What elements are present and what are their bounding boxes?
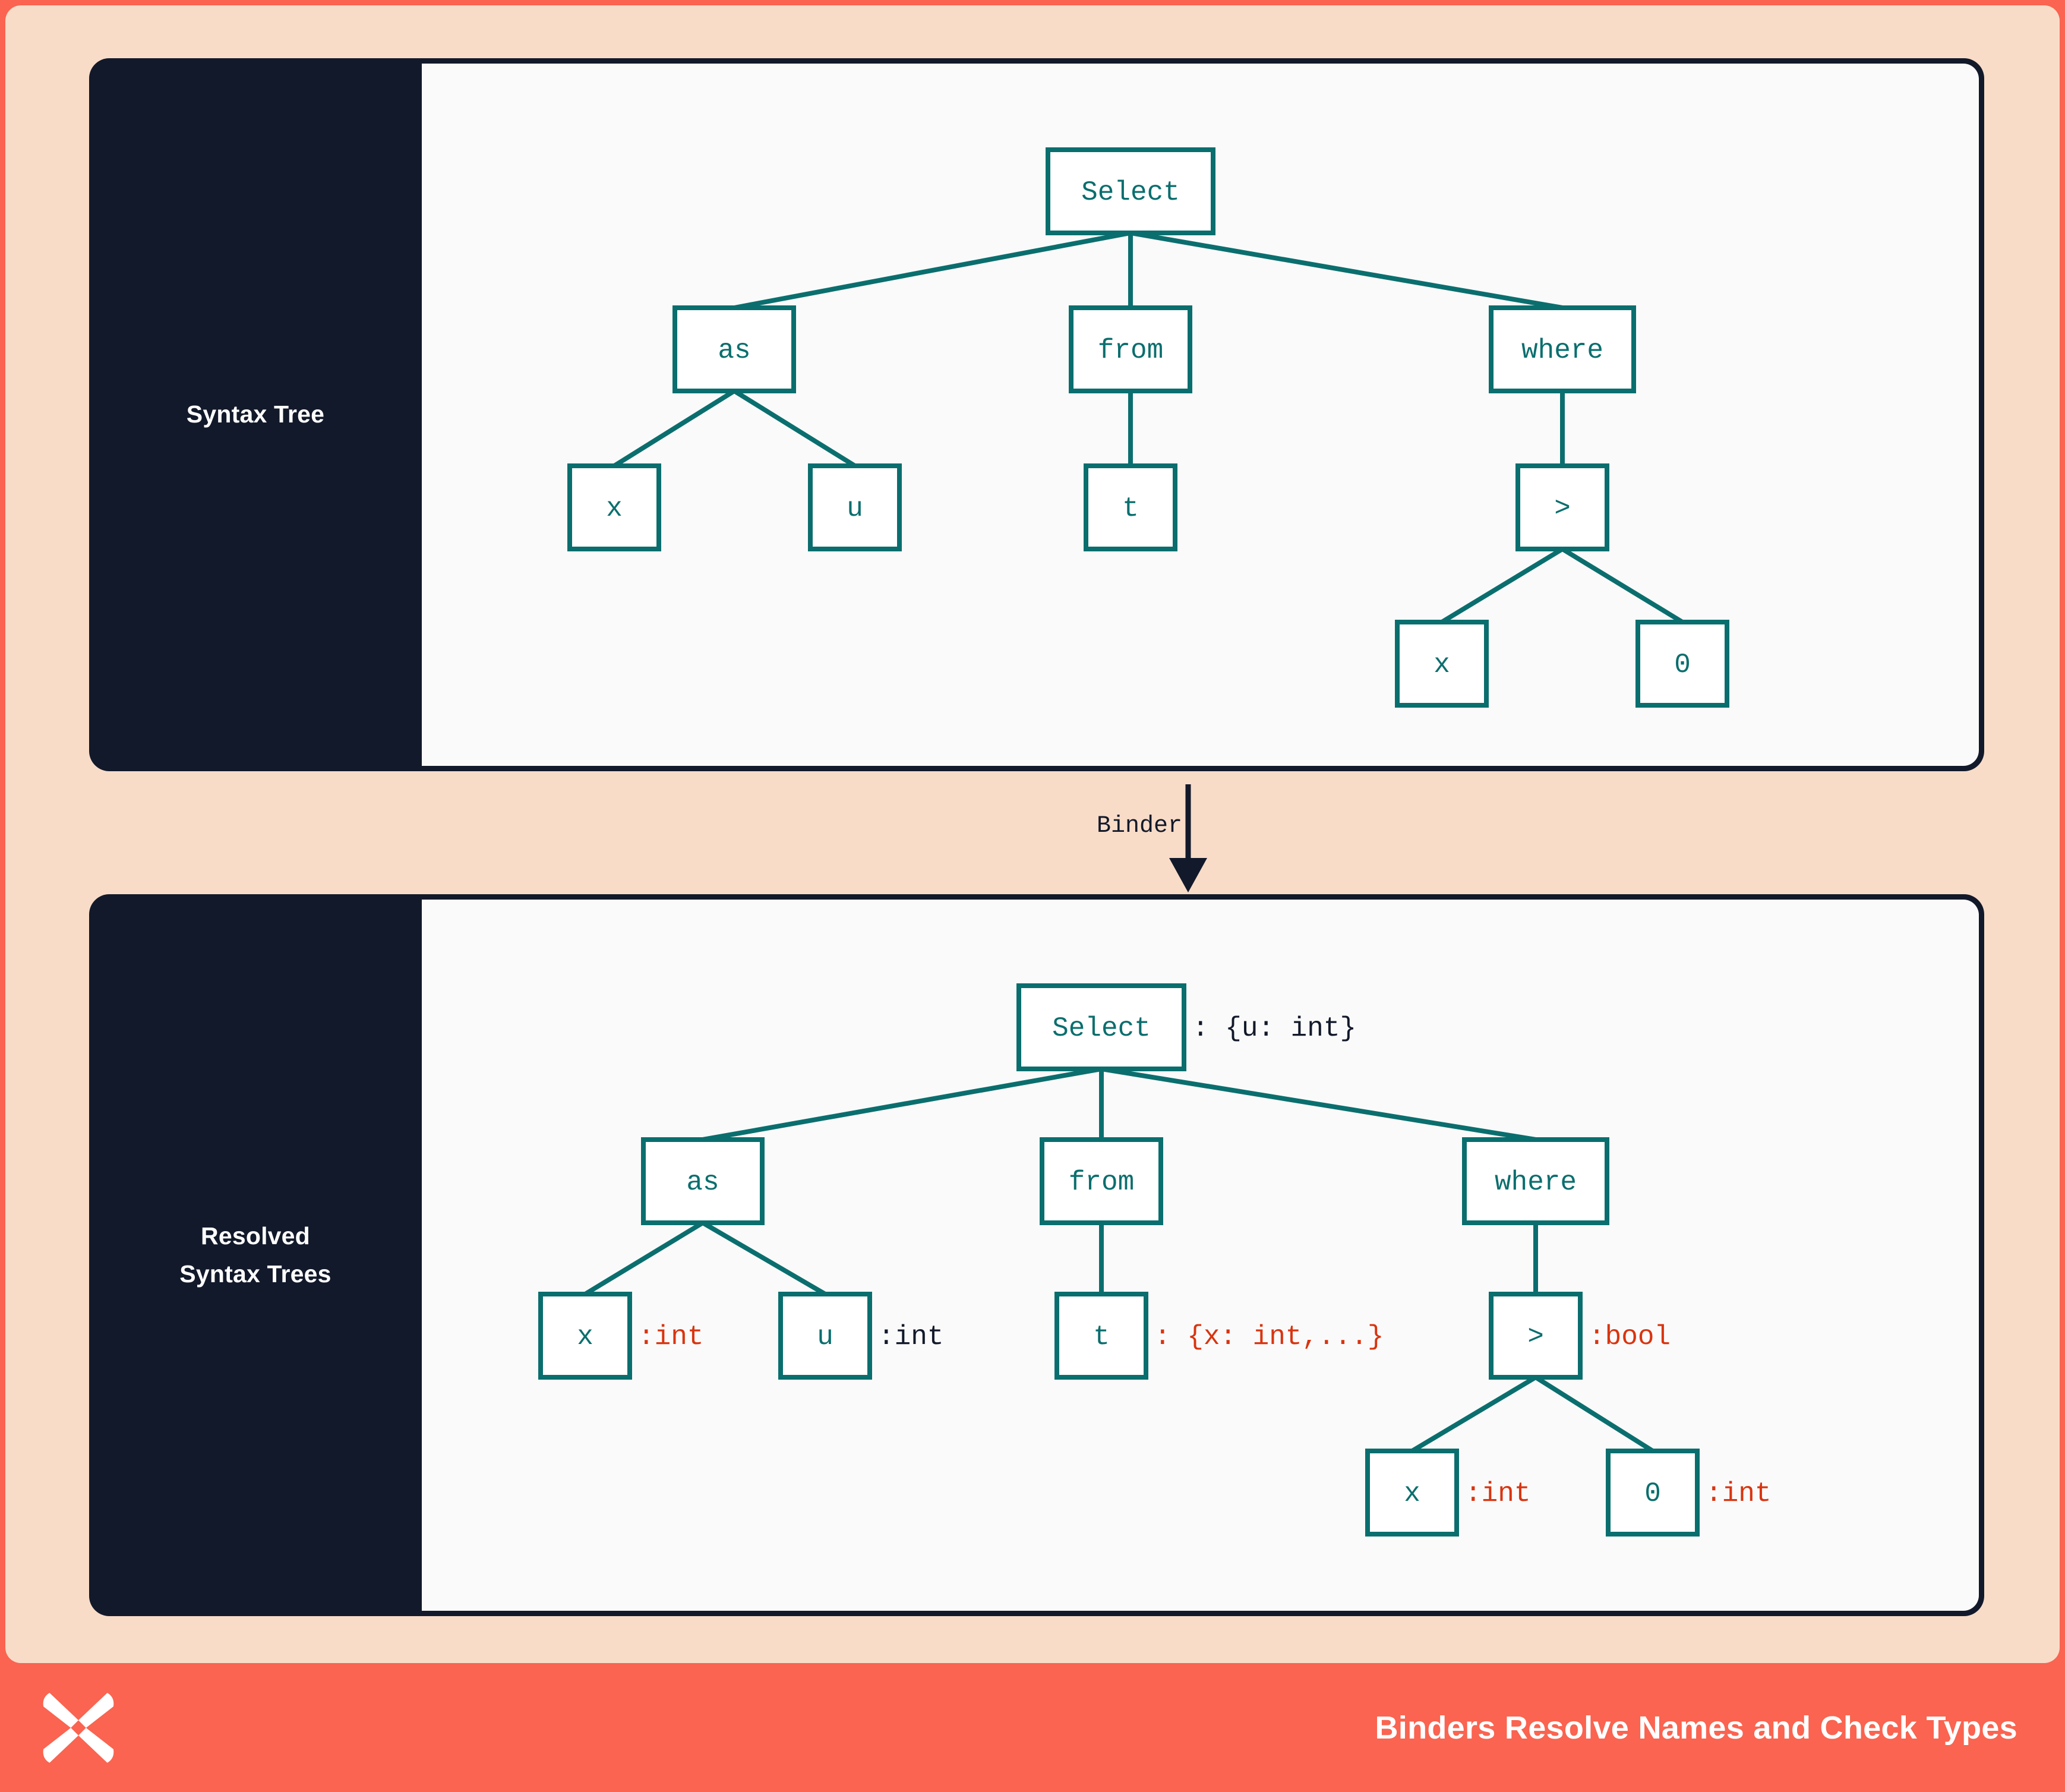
- tree-node[interactable]: 0: [1635, 620, 1729, 708]
- tree-edge: [583, 1220, 705, 1296]
- tree-node-box[interactable]: [1365, 1449, 1459, 1537]
- tree-edges: [583, 1067, 1654, 1453]
- tree-node[interactable]: x: [1395, 620, 1489, 708]
- tree-node-label: u: [817, 1321, 833, 1352]
- tree-node[interactable]: Select : {u: int}: [1016, 983, 1356, 1071]
- tree-node-label: x: [1404, 1478, 1420, 1509]
- tree-node[interactable]: where: [1489, 305, 1636, 393]
- tree-node[interactable]: as: [641, 1137, 765, 1225]
- tree-node[interactable]: t : {x: int,...}: [1054, 1292, 1384, 1380]
- tree-edge: [1101, 1067, 1536, 1142]
- tree-node[interactable]: Select: [1046, 147, 1215, 235]
- tree-stage-resolved: Select : {u: int} as from where x :int u :int t : …: [422, 900, 1979, 1611]
- type-annotation: :int: [638, 1321, 703, 1352]
- panel-title-line-1: Resolved: [201, 1222, 310, 1250]
- tree-node[interactable]: from: [1069, 305, 1192, 393]
- type-annotation: : {x: int,...}: [1154, 1321, 1384, 1352]
- footer-caption: Binders Resolve Names and Check Types: [1375, 1710, 2017, 1746]
- tree-node[interactable]: x: [567, 463, 661, 551]
- panel-label-syntax-tree: Syntax Tree: [89, 58, 422, 771]
- resolved-syntax-tree-svg: Select : {u: int} as from where x :int u :int t : …: [538, 983, 1771, 1537]
- tree-edge: [1534, 1375, 1654, 1453]
- tree-node-box[interactable]: [641, 1137, 765, 1225]
- tree-node-label: u: [847, 493, 863, 524]
- tree-node-label: as: [718, 335, 750, 366]
- tree-node-box[interactable]: [567, 463, 661, 551]
- tree-edge: [701, 1220, 827, 1296]
- tree-node-box[interactable]: [1069, 305, 1192, 393]
- tree-edges: [612, 231, 1684, 624]
- tree-node-label: t: [1093, 1321, 1110, 1352]
- tree-edge: [1410, 1375, 1537, 1453]
- x-star-logo-icon: [40, 1690, 116, 1766]
- tree-node-label: x: [1433, 649, 1450, 680]
- tree-node-box[interactable]: [1489, 1292, 1583, 1380]
- tree-node-label: Select: [1081, 177, 1180, 208]
- tree-node-label: where: [1495, 1167, 1577, 1198]
- panel-resolved-syntax-trees: Resolved Syntax Trees Select : {u: int} as…: [89, 894, 1984, 1616]
- tree-node[interactable]: as: [672, 305, 796, 393]
- tree-node-label: >: [1554, 493, 1571, 524]
- tree-edge: [612, 389, 736, 468]
- tree-node[interactable]: x :int: [1365, 1449, 1530, 1537]
- binder-connector: Binder: [1010, 784, 1343, 894]
- tree-node[interactable]: 0 :int: [1606, 1449, 1771, 1537]
- panel-syntax-tree: Syntax Tree Select as from where x u t > x 0: [89, 58, 1984, 771]
- tree-edge: [732, 389, 857, 468]
- tree-node-label: x: [606, 493, 623, 524]
- footer-bar: Binders Resolve Names and Check Types: [0, 1664, 2065, 1792]
- tree-node-label: Select: [1052, 1013, 1151, 1044]
- tree-node-label: 0: [1644, 1478, 1661, 1509]
- tree-node-box[interactable]: [1462, 1137, 1609, 1225]
- tree-node-label: x: [577, 1321, 593, 1352]
- tree-node-box[interactable]: [672, 305, 796, 393]
- tree-node-box[interactable]: [808, 463, 902, 551]
- tree-node[interactable]: u: [808, 463, 902, 551]
- tree-edge: [1561, 547, 1684, 624]
- tree-node-box[interactable]: [1606, 1449, 1700, 1537]
- syntax-tree-svg: Select as from where x u t > x 0: [567, 147, 1729, 708]
- tree-node-label: 0: [1674, 649, 1691, 680]
- tree-node[interactable]: > :bool: [1489, 1292, 1671, 1380]
- binder-label: Binder: [1096, 813, 1182, 840]
- tree-node[interactable]: t: [1084, 463, 1177, 551]
- tree-node-label: from: [1098, 335, 1163, 366]
- tree-node-box[interactable]: [1054, 1292, 1148, 1380]
- tree-node-label: where: [1521, 335, 1603, 366]
- tree-node-box[interactable]: [538, 1292, 632, 1380]
- tree-node[interactable]: >: [1515, 463, 1609, 551]
- type-annotation: : {u: int}: [1192, 1013, 1356, 1044]
- panel-title-text: Syntax Tree: [186, 400, 325, 428]
- tree-node-box[interactable]: [1489, 305, 1636, 393]
- panel-title-line-2: Syntax Trees: [179, 1260, 331, 1288]
- type-annotation: :int: [1706, 1478, 1771, 1509]
- tree-node[interactable]: x :int: [538, 1292, 703, 1380]
- tree-node-box[interactable]: [1040, 1137, 1163, 1225]
- tree-node[interactable]: u :int: [778, 1292, 943, 1380]
- tree-node-box[interactable]: [1395, 620, 1489, 708]
- type-annotation: :int: [878, 1321, 943, 1352]
- type-annotation: :bool: [1589, 1321, 1671, 1352]
- tree-node-box[interactable]: [1635, 620, 1729, 708]
- tree-node-label: as: [686, 1167, 719, 1198]
- tree-node[interactable]: where: [1462, 1137, 1609, 1225]
- tree-edge: [1130, 231, 1563, 310]
- tree-node-box[interactable]: [1016, 983, 1186, 1071]
- tree-node[interactable]: from: [1040, 1137, 1163, 1225]
- tree-node-label: t: [1122, 493, 1139, 524]
- tree-node-box[interactable]: [1084, 463, 1177, 551]
- type-annotation: :int: [1465, 1478, 1530, 1509]
- panel-label-resolved-syntax-trees: Resolved Syntax Trees: [89, 894, 422, 1616]
- tree-node-box[interactable]: [1515, 463, 1609, 551]
- tree-node-label: >: [1527, 1321, 1544, 1352]
- tree-edge: [1440, 547, 1564, 624]
- tree-edge: [702, 1067, 1102, 1142]
- tree-edge: [734, 231, 1131, 310]
- panel-title-text: Resolved Syntax Trees: [179, 1217, 331, 1293]
- tree-stage-syntax: Select as from where x u t > x 0: [422, 64, 1979, 766]
- binder-arrow-icon: [1169, 784, 1207, 892]
- tree-node-label: from: [1069, 1167, 1134, 1198]
- tree-node-box[interactable]: [1046, 147, 1215, 235]
- tree-node-box[interactable]: [778, 1292, 872, 1380]
